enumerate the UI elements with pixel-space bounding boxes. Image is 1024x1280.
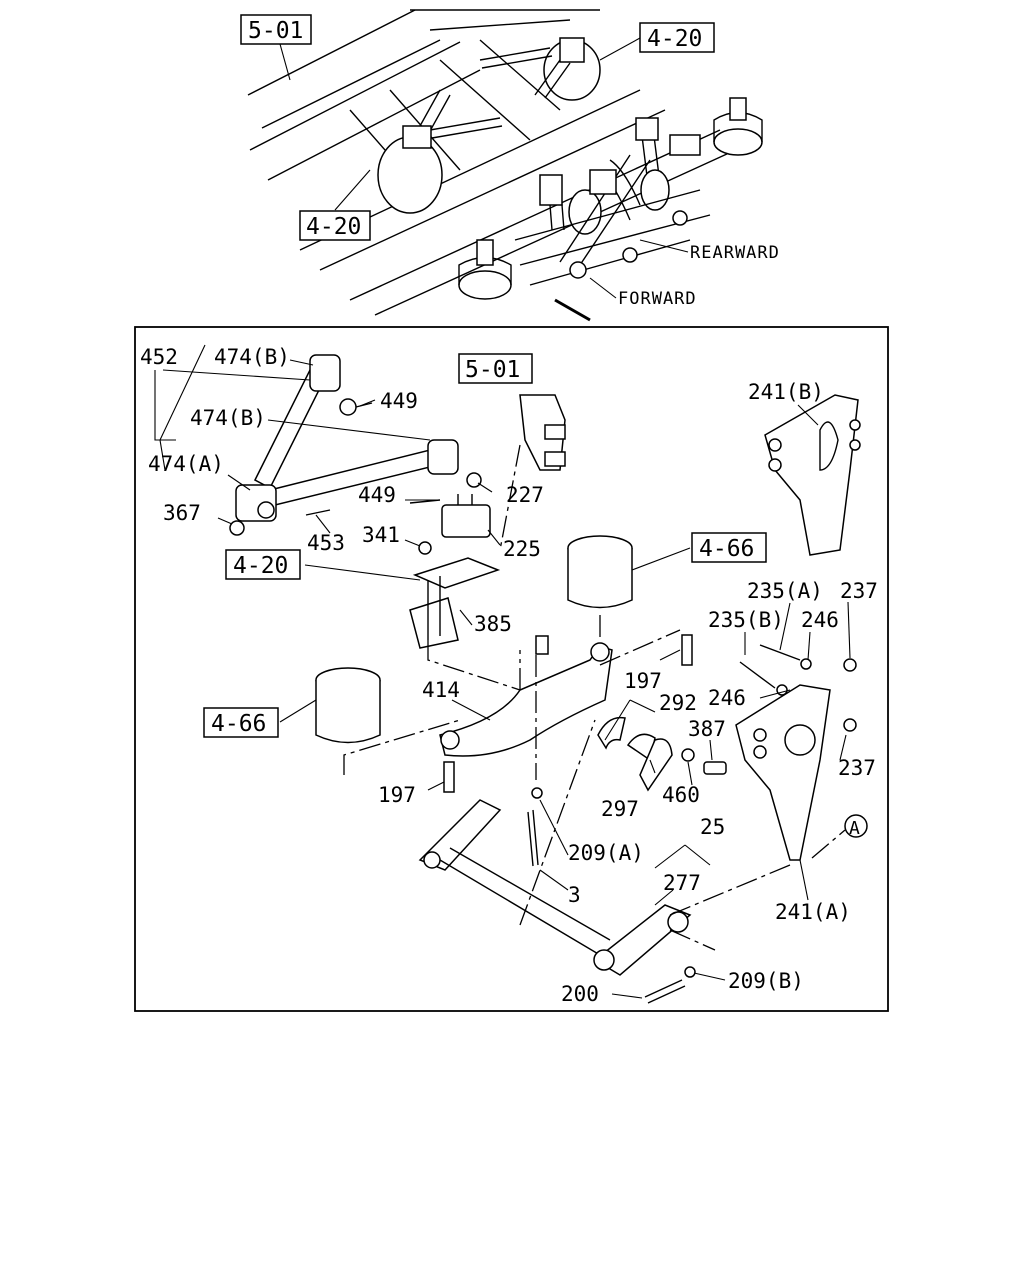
part-label-387: 387 xyxy=(688,717,726,741)
part-label-474b-top: 474(B) xyxy=(214,345,290,369)
part-label-3: 3 xyxy=(568,883,581,907)
ref-4-66-left: 4-66 xyxy=(211,711,266,737)
detail-illustration xyxy=(229,354,861,1004)
ref-box-5-01-overview xyxy=(240,14,312,45)
part-label-246-top: 246 xyxy=(801,608,839,632)
part-label-197-left: 197 xyxy=(378,783,416,807)
part-label-341: 341 xyxy=(362,523,400,547)
part-label-237-top: 237 xyxy=(840,579,878,603)
part-label-200: 200 xyxy=(561,982,599,1006)
part-label-277: 277 xyxy=(663,871,701,895)
part-label-460: 460 xyxy=(662,783,700,807)
ref-4-66-right: 4-66 xyxy=(699,536,754,562)
ref-5-01-overview: 5-01 xyxy=(248,18,303,44)
part-label-453: 453 xyxy=(307,531,345,555)
ref-box-4-20-overview-top xyxy=(639,22,715,53)
part-label-474b-mid: 474(B) xyxy=(190,406,266,430)
part-label-235b: 235(B) xyxy=(708,608,784,632)
ref-box-4-20-overview-left xyxy=(299,210,371,241)
overview-illustration xyxy=(247,9,763,322)
ref-4-20-overview-left: 4-20 xyxy=(306,214,361,240)
ref-4-20-detail: 4-20 xyxy=(233,553,288,579)
part-label-241b: 241(B) xyxy=(748,380,824,404)
ref-box-4-66-right xyxy=(691,532,767,563)
part-label-292: 292 xyxy=(659,691,697,715)
ref-box-4-20-detail xyxy=(225,549,301,580)
ref-4-20-overview-top: 4-20 xyxy=(647,26,702,52)
label-a: A xyxy=(849,818,860,839)
callout-circle-a xyxy=(844,814,868,838)
detail-frame xyxy=(134,326,889,1012)
part-label-246-mid: 246 xyxy=(708,686,746,710)
part-label-209b: 209(B) xyxy=(728,969,804,993)
part-label-474a: 474(A) xyxy=(148,452,224,476)
part-label-197-right: 197 xyxy=(624,669,662,693)
part-label-241a: 241(A) xyxy=(775,900,851,924)
direction-forward: FORWARD xyxy=(618,289,697,309)
ref-5-01-detail: 5-01 xyxy=(465,357,520,383)
part-label-237-bottom: 237 xyxy=(838,756,876,780)
part-label-449-top: 449 xyxy=(380,389,418,413)
part-label-367: 367 xyxy=(163,501,201,525)
part-label-209a: 209(A) xyxy=(568,841,644,865)
part-label-225: 225 xyxy=(503,537,541,561)
part-label-25: 25 xyxy=(700,815,725,839)
part-label-235a: 235(A) xyxy=(747,579,823,603)
part-label-452: 452 xyxy=(140,345,178,369)
ref-box-5-01-detail xyxy=(458,353,533,384)
part-label-385: 385 xyxy=(474,612,512,636)
ref-box-4-66-left xyxy=(203,707,279,738)
part-label-297: 297 xyxy=(601,797,639,821)
part-label-227: 227 xyxy=(506,483,544,507)
part-label-449-mid: 449 xyxy=(358,483,396,507)
part-label-414: 414 xyxy=(422,678,460,702)
direction-rearward: REARWARD xyxy=(690,243,780,263)
